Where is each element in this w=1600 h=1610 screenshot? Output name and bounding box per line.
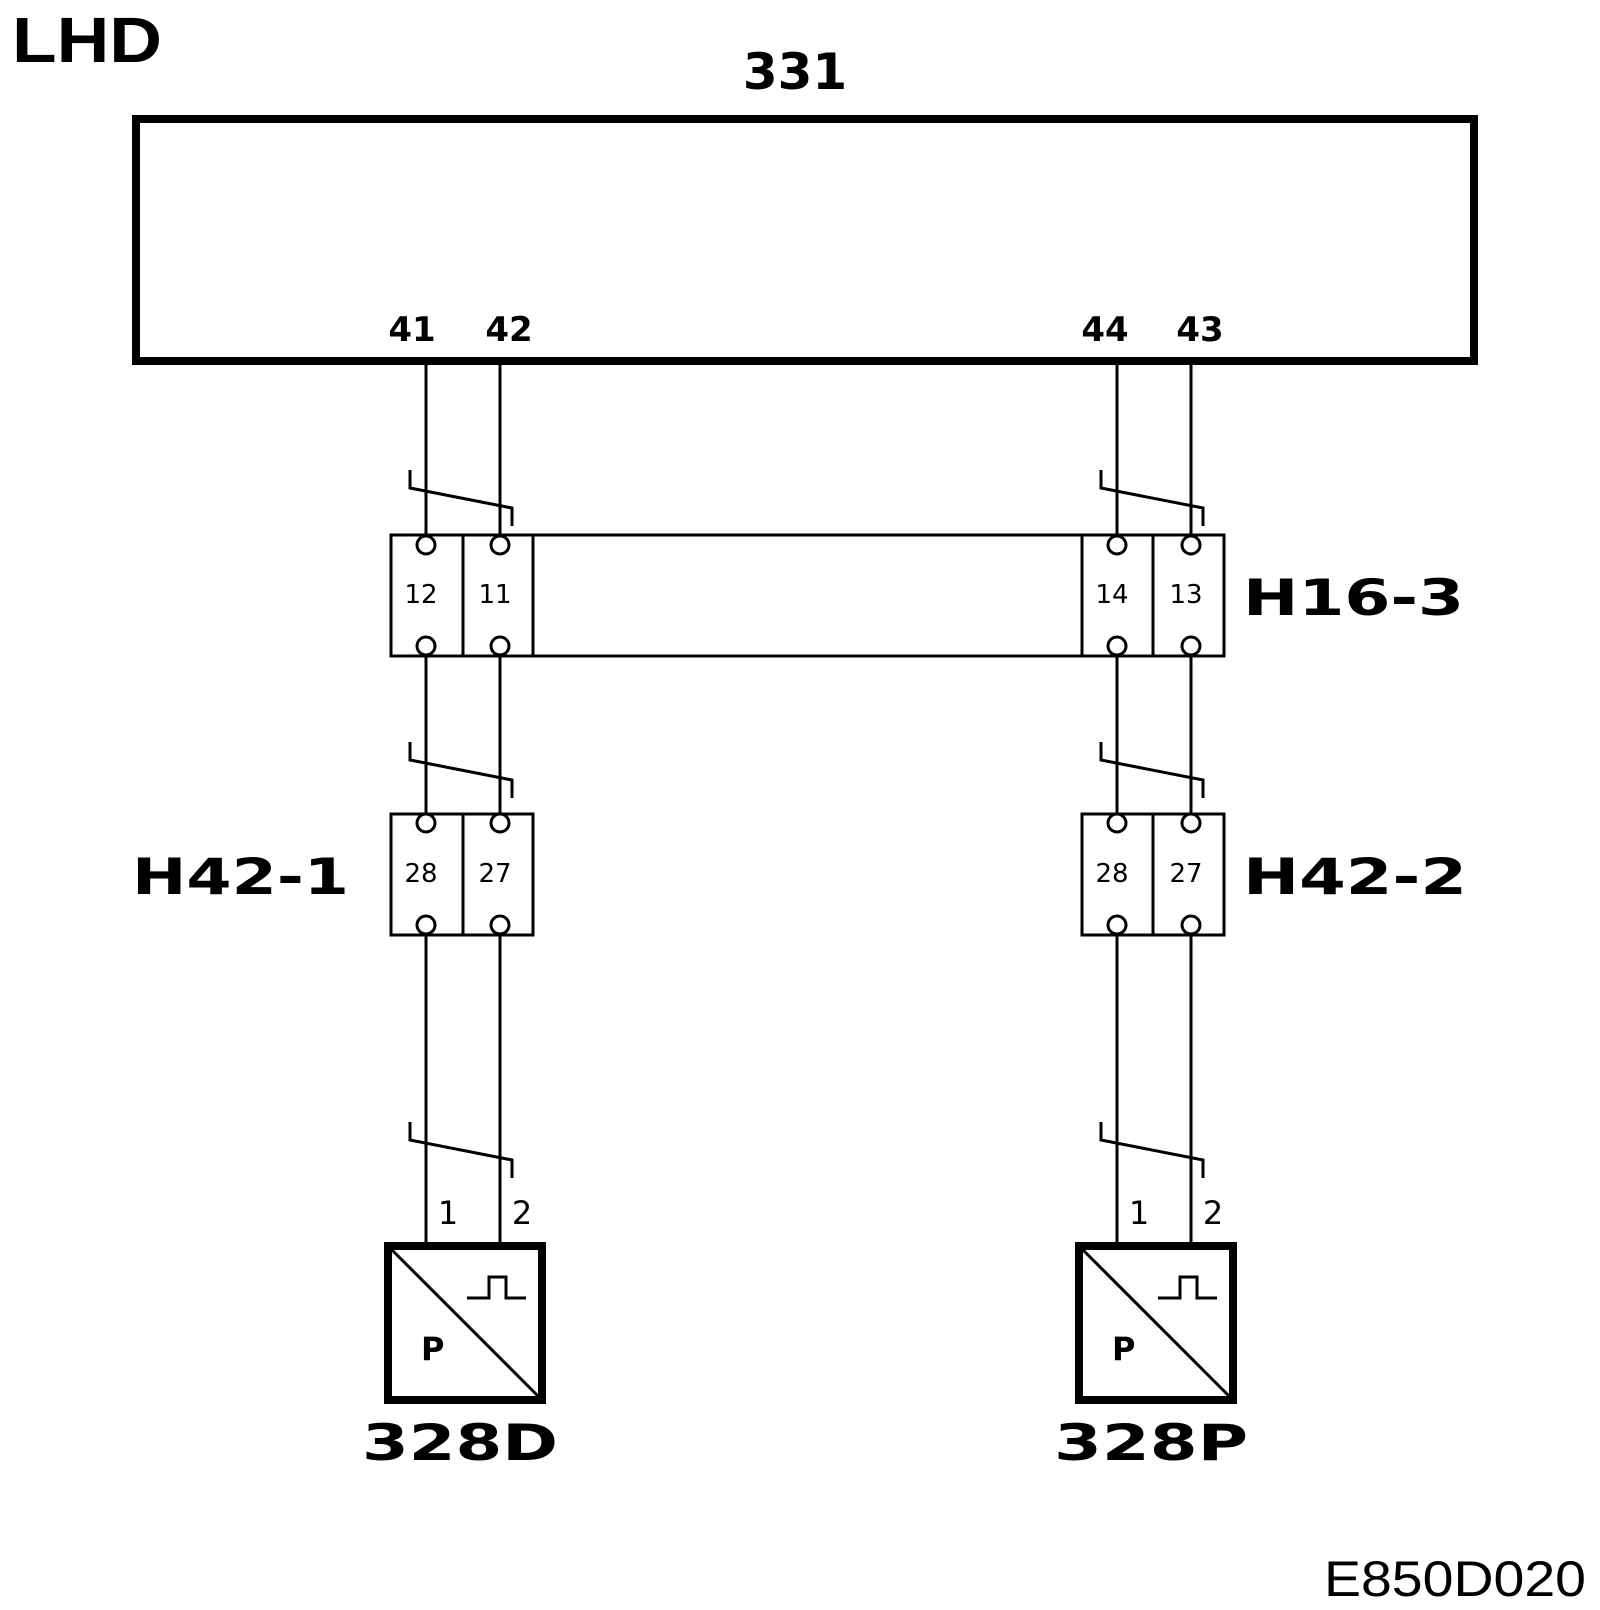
h42-2-pin-labels: 28 27	[1095, 859, 1202, 889]
h16-3-pin-11: 11	[478, 580, 511, 610]
twist-marker-icon	[408, 742, 514, 798]
twisted-pair-markers	[408, 470, 1205, 1178]
ecu-label: 331	[743, 43, 847, 101]
sensor-328p-pin-2: 2	[1203, 1194, 1223, 1232]
connector-h42-2	[1080, 812, 1226, 937]
pulse-signal-icon	[1158, 1275, 1217, 1300]
twist-marker-icon	[1099, 470, 1205, 526]
twist-marker-icon	[1099, 1122, 1205, 1178]
sensor-328d: P	[384, 1242, 546, 1404]
h42-2-terminals	[1106, 812, 1202, 936]
ecu-pin-44: 44	[1081, 310, 1128, 350]
variant-label: LHD	[12, 4, 162, 76]
h42-1-pin-28: 28	[404, 859, 437, 889]
sensor-328d-label: 328D	[362, 1414, 558, 1472]
connector-h42-1	[389, 812, 535, 937]
h42-2-label: H42-2	[1243, 848, 1467, 906]
h42-1-pin-labels: 28 27	[404, 859, 511, 889]
ecu-pin-labels: 41 42 44 43	[388, 310, 1223, 350]
converter-diagonal-icon	[1079, 1246, 1233, 1400]
converter-diagonal-icon	[388, 1246, 542, 1400]
sensor-328d-pin-2: 2	[512, 1194, 532, 1232]
h42-1-label: H42-1	[132, 848, 349, 906]
wires	[424, 363, 1193, 1245]
h16-3-label: H16-3	[1243, 569, 1464, 627]
ecu-box	[132, 115, 1478, 365]
pulse-signal-icon	[467, 1275, 526, 1300]
sensor-328d-pin-1: 1	[438, 1194, 458, 1232]
h42-2-pin-28: 28	[1095, 859, 1128, 889]
figure-code: E850D020	[1324, 1551, 1586, 1607]
ecu-pin-43: 43	[1176, 310, 1223, 350]
sensor-328p-label: 328P	[1054, 1414, 1248, 1472]
h16-3-pin-13: 13	[1169, 580, 1202, 610]
h42-1-pin-27: 27	[478, 859, 511, 889]
h16-3-terminals	[415, 534, 1202, 657]
h16-3-pin-14: 14	[1095, 580, 1128, 610]
sensor-328p-pin-1: 1	[1129, 1194, 1149, 1232]
pressure-symbol: P	[421, 1330, 444, 1368]
twist-marker-icon	[408, 470, 514, 526]
sensor-328p-pin-labels: 1 2	[1129, 1194, 1223, 1232]
twist-marker-icon	[408, 1122, 514, 1178]
sensor-328d-pin-labels: 1 2	[438, 1194, 532, 1232]
sensor-328p: P	[1075, 1242, 1237, 1404]
sensor-box	[1075, 1242, 1237, 1404]
h42-2-pin-27: 27	[1169, 859, 1202, 889]
h42-1-terminals	[415, 812, 511, 936]
ecu-pin-41: 41	[388, 310, 435, 350]
ecu-pin-42: 42	[485, 310, 532, 350]
pressure-symbol: P	[1112, 1330, 1135, 1368]
h16-3-pin-labels: 12 11 14 13	[404, 580, 1202, 610]
sensor-box	[384, 1242, 546, 1404]
h16-3-pin-12: 12	[404, 580, 437, 610]
twist-marker-icon	[1099, 742, 1205, 798]
connector-h16-3	[389, 533, 1226, 658]
